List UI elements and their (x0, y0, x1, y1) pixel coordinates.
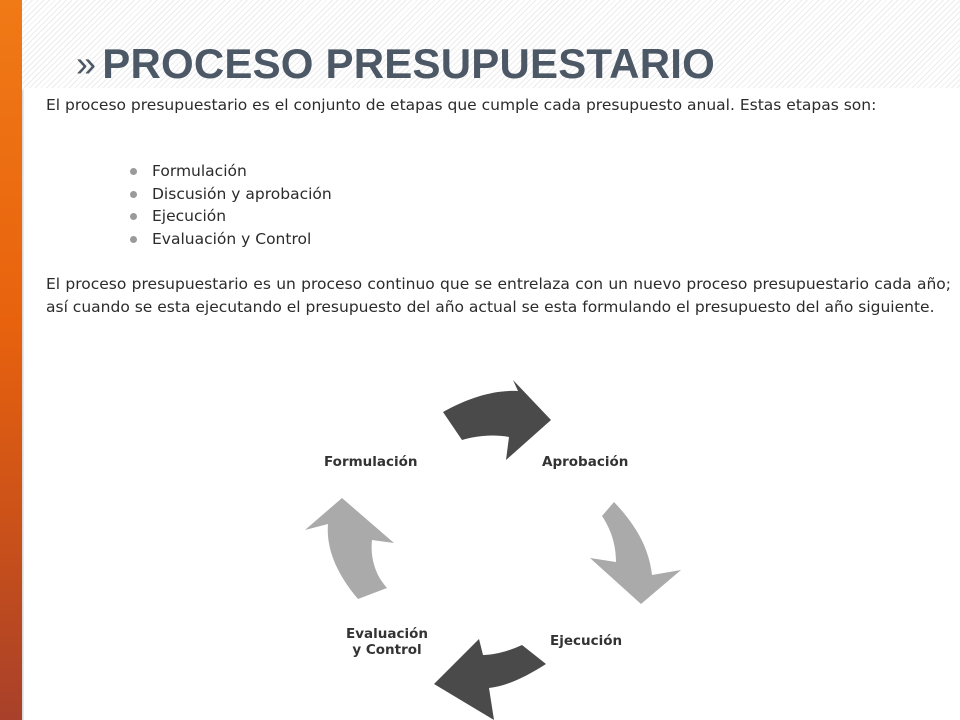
accent-bar-shadow (22, 0, 25, 720)
intro-paragraph: El proceso presupuestario es el conjunto… (46, 96, 877, 114)
bullet-icon (130, 213, 137, 220)
list-item: Discusión y aprobación (128, 183, 332, 206)
bullet-icon (130, 168, 137, 175)
budget-cycle-diagram (305, 380, 681, 720)
list-item: Evaluación y Control (128, 228, 332, 251)
accent-bar (0, 0, 22, 720)
cycle-arrow-aprobacion-to-ejecucion (590, 502, 681, 604)
header-pattern (22, 0, 960, 90)
list-item: Formulación (128, 160, 332, 183)
node-evaluacion-control: Evaluación y Control (346, 626, 428, 658)
bullet-icon (130, 190, 137, 198)
list-item-label: Evaluación y Control (152, 229, 312, 248)
bullet-icon (130, 235, 137, 243)
cycle-arrow-evaluacion-to-formulacion (305, 498, 394, 599)
list-item-label: Discusión y aprobación (152, 184, 332, 203)
list-item-label: Ejecución (152, 207, 227, 225)
stages-list: Formulación Discusión y aprobación Ejecu… (128, 160, 332, 250)
list-item-label: Formulación (152, 162, 247, 180)
node-ejecucion: Ejecución (550, 633, 623, 649)
cycle-arrow-ejecucion-to-evaluacion (434, 639, 546, 720)
continuation-paragraph: El proceso presupuestario es un proceso … (46, 275, 951, 316)
node-formulacion: Formulación (324, 454, 418, 470)
slide-title-text: PROCESO PRESUPUESTARIO (102, 40, 715, 87)
slide-title: »PROCESO PRESUPUESTARIO (76, 36, 715, 94)
cycle-arrow-formulacion-to-aprobacion (443, 380, 551, 460)
title-chevron: » (76, 43, 97, 84)
content-area: El proceso presupuestario es el conjunto… (24, 88, 960, 720)
list-item: Ejecución (128, 205, 332, 228)
node-aprobacion: Aprobación (542, 454, 629, 470)
